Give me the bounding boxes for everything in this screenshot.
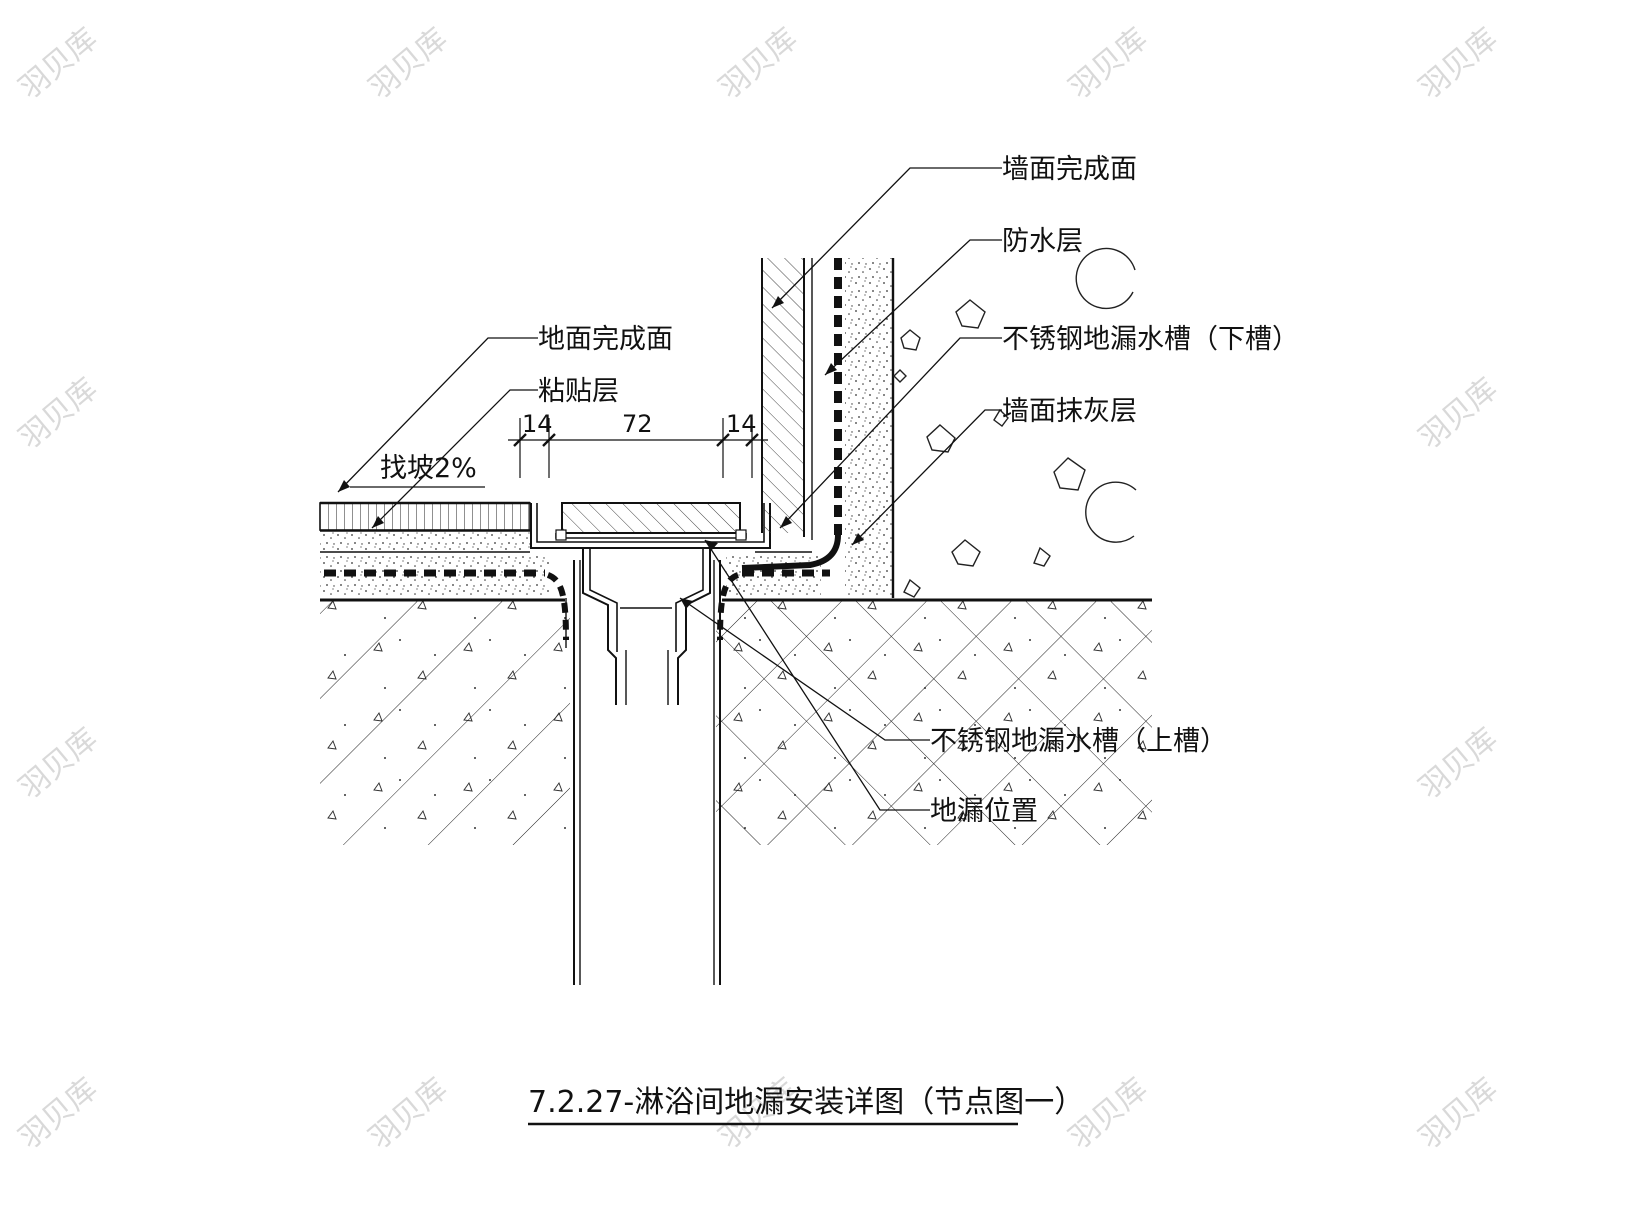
watermark-text: 羽贝库 xyxy=(713,21,804,106)
dim-right: 14 xyxy=(726,410,757,438)
label-drain-position: 地漏位置 xyxy=(930,796,1038,827)
watermark-text: 羽贝库 xyxy=(13,721,104,806)
label-adhesive: 粘贴层 xyxy=(538,376,619,407)
label-floor-finish: 地面完成面 xyxy=(538,324,673,355)
drain-body xyxy=(546,548,740,985)
watermark-text: 羽贝库 xyxy=(1413,371,1504,456)
watermark-text: 羽贝库 xyxy=(363,21,454,106)
dim-left: 14 xyxy=(522,410,553,438)
label-waterproof: 防水层 xyxy=(1002,226,1083,257)
label-wall-finish: 墙面完成面 xyxy=(1002,154,1137,185)
watermark-text: 羽贝库 xyxy=(363,1071,454,1156)
concrete-slab xyxy=(320,600,1152,845)
watermark-text: 羽贝库 xyxy=(13,1071,104,1156)
dimension-labels: 14 72 14 xyxy=(522,410,757,438)
label-wall-plaster: 墙面抹灰层 xyxy=(1002,396,1137,427)
leader-arrows xyxy=(338,296,864,609)
callout-labels: 墙面完成面 防水层 不锈钢地漏水槽（下槽） 墙面抹灰层 地面完成面 粘贴层 找坡… xyxy=(380,154,1299,827)
watermark-text: 羽贝库 xyxy=(13,21,104,106)
dimension-lines xyxy=(350,418,768,488)
label-upper-trough: 不锈钢地漏水槽（上槽） xyxy=(930,726,1227,757)
drawing-title: 7.2.27-淋浴间地漏安装详图（节点图一） xyxy=(528,1085,1084,1120)
watermark-text: 羽贝库 xyxy=(1413,1071,1504,1156)
leader-lines xyxy=(337,167,1002,811)
drain-trough xyxy=(530,502,771,549)
watermark-text: 羽贝库 xyxy=(1413,721,1504,806)
watermark-text: 羽贝库 xyxy=(13,371,104,456)
label-slope: 找坡2% xyxy=(380,453,477,484)
watermark-text: 羽贝库 xyxy=(1063,21,1154,106)
watermark-text: 羽贝库 xyxy=(1413,21,1504,106)
floor-layers xyxy=(319,501,830,598)
wall xyxy=(741,247,1137,598)
dim-trough-width: 72 xyxy=(622,410,653,438)
label-lower-trough: 不锈钢地漏水槽（下槽） xyxy=(1002,324,1299,355)
